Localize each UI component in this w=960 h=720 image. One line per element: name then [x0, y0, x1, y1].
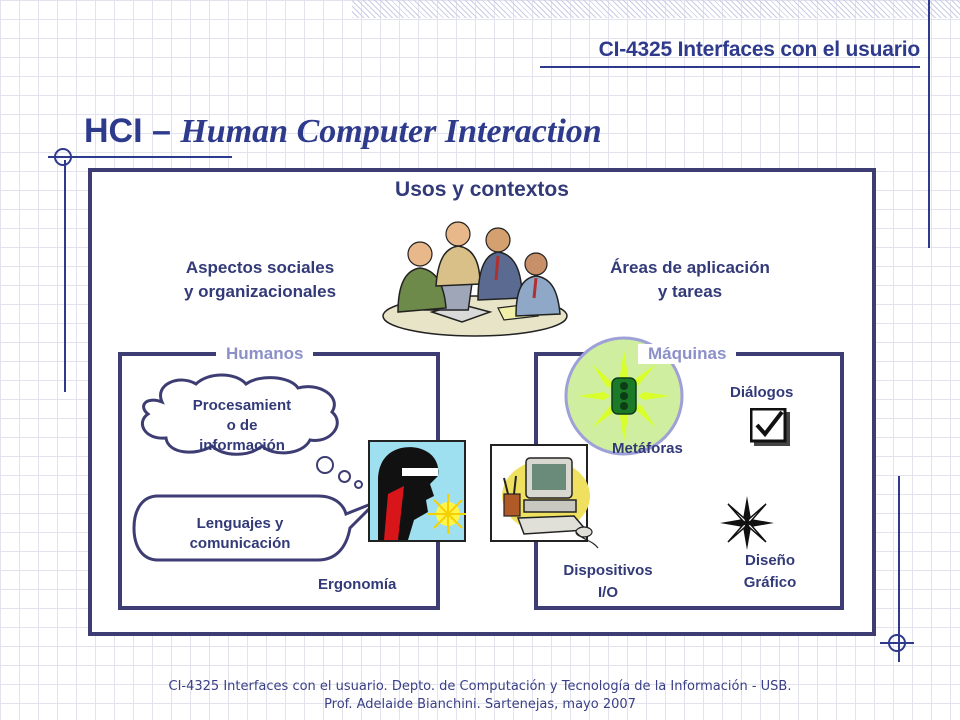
- thought-cloud: [141, 373, 339, 456]
- areas-line2: y tareas: [657, 282, 723, 301]
- metaphors-label: Metáforas: [612, 440, 683, 457]
- thought-bubble-small: [354, 480, 363, 489]
- areas-line1: Áreas de aplicación: [610, 258, 770, 277]
- graphic-line2: Gráfico: [743, 574, 797, 591]
- frame-ring-left: [54, 148, 72, 166]
- processing-line3: información: [199, 437, 285, 454]
- footer-line2: Prof. Adelaide Bianchini. Sartenejas, ma…: [324, 697, 636, 712]
- humans-title: Humanos: [216, 344, 314, 364]
- speech-balloon: [132, 494, 378, 562]
- frame-line-left: [64, 160, 66, 392]
- footer-line1: CI-4325 Interfaces con el usuario. Depto…: [168, 679, 792, 694]
- title-full: Human Computer Interaction: [180, 113, 602, 150]
- frame-line-bottom-right: [898, 476, 900, 662]
- business-meeting-icon: [382, 221, 568, 337]
- compass-star-icon: [720, 496, 774, 550]
- graphic-line1: Diseño: [744, 552, 795, 569]
- languages-line1: Lenguajes y: [196, 515, 284, 532]
- devices-line2: I/O: [597, 584, 618, 601]
- outer-box-title: Usos y contextos: [395, 178, 569, 201]
- social-line1: Aspectos sociales: [185, 258, 335, 277]
- social-aspects-label: Aspectos sociales y organizacionales: [140, 256, 380, 304]
- processing-label: Procesamient o de información: [168, 396, 316, 456]
- footer: CI-4325 Interfaces con el usuario. Depto…: [0, 678, 960, 714]
- computer-icon: [490, 444, 599, 549]
- thought-bubble-large: [316, 456, 334, 474]
- header-hatch-band: [352, 0, 960, 18]
- dialogs-label: Diálogos: [730, 384, 794, 401]
- machines-title: Máquinas: [638, 344, 737, 364]
- processing-line2: o de: [226, 417, 258, 434]
- devices-line1: Dispositivos: [563, 562, 653, 579]
- application-areas-label: Áreas de aplicación y tareas: [570, 256, 810, 304]
- devices-label: Dispositivos I/O: [538, 560, 678, 604]
- social-line2: y organizacionales: [183, 282, 337, 301]
- slide-title: HCI – Human Computer Interaction: [84, 112, 602, 151]
- traffic-light-icon: [564, 336, 684, 456]
- languages-label: Lenguajes y comunicación: [150, 514, 330, 554]
- checkbox-icon: [750, 408, 790, 446]
- ergonomics-label: Ergonomía: [318, 576, 397, 593]
- graphic-design-label: Diseño Gráfico: [720, 550, 820, 594]
- title-underline: [48, 156, 232, 158]
- title-prefix: HCI –: [84, 112, 181, 150]
- thought-bubble-medium: [338, 470, 351, 483]
- frame-ring-right: [888, 634, 906, 652]
- person-head-icon: [368, 440, 466, 542]
- course-underline: [540, 66, 920, 68]
- languages-line2: comunicación: [189, 535, 291, 552]
- frame-line-right: [928, 0, 930, 248]
- course-title: CI-4325 Interfaces con el usuario: [598, 38, 921, 61]
- processing-line1: Procesamient: [192, 397, 292, 414]
